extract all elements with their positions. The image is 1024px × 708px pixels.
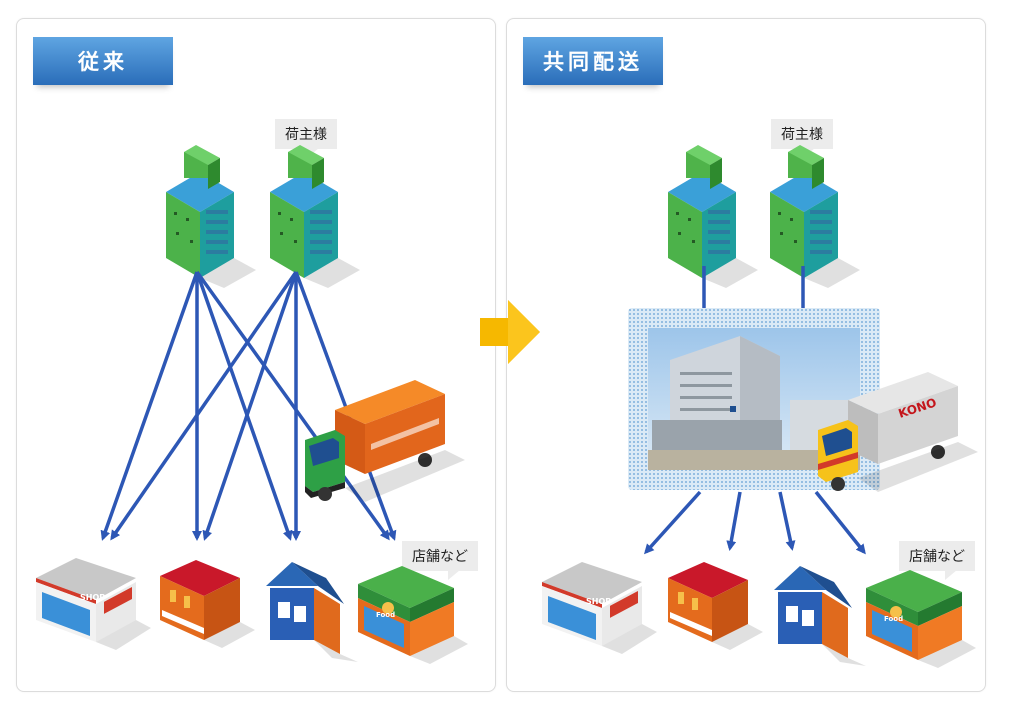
left-stores <box>36 558 468 664</box>
convenience-store-icon <box>36 558 151 650</box>
shipper-callout: 荷主様 <box>771 119 833 158</box>
panel-title-conventional: 従来 <box>33 37 173 85</box>
delivery-arrow <box>110 271 298 541</box>
delivery-arrow <box>195 271 293 541</box>
delivery-arrow <box>814 490 866 555</box>
cafe-store-icon <box>668 562 763 650</box>
delivery-arrow <box>100 271 199 541</box>
panel-title-joint-delivery: 共同配送 <box>523 37 663 85</box>
delivery-arrow <box>726 491 742 551</box>
shipper-building-icon <box>668 145 758 288</box>
store-sign: SHOP <box>586 597 611 606</box>
orange-truck-icon <box>305 380 465 502</box>
convenience-store-icon <box>542 562 657 654</box>
food-store-icon <box>866 570 976 668</box>
store-sign: SHOP <box>80 593 105 602</box>
small-shop-icon <box>266 562 358 662</box>
right-shipper-buildings <box>668 145 860 288</box>
warehouse-building-icon <box>648 336 860 470</box>
shipper-building-icon <box>166 145 256 288</box>
delivery-arrow <box>202 271 298 541</box>
left-shipper-buildings <box>166 145 360 288</box>
small-shop-icon <box>774 566 866 666</box>
cafe-store-icon <box>160 560 255 648</box>
transition-arrow-icon <box>480 300 540 364</box>
right-inbound-arrows <box>699 266 808 319</box>
delivery-arrow <box>643 490 702 555</box>
right-outbound-arrows <box>643 490 866 555</box>
delivery-arrow <box>778 491 796 551</box>
store-sign: Food <box>376 611 395 619</box>
stores-callout: 店舗など <box>402 541 478 580</box>
shipper-building-icon <box>770 145 860 288</box>
right-stores <box>542 562 976 668</box>
stores-callout: 店舗など <box>899 541 975 580</box>
store-sign: Food <box>884 615 903 623</box>
shipper-building-icon <box>270 145 360 288</box>
food-store-icon <box>358 566 468 664</box>
